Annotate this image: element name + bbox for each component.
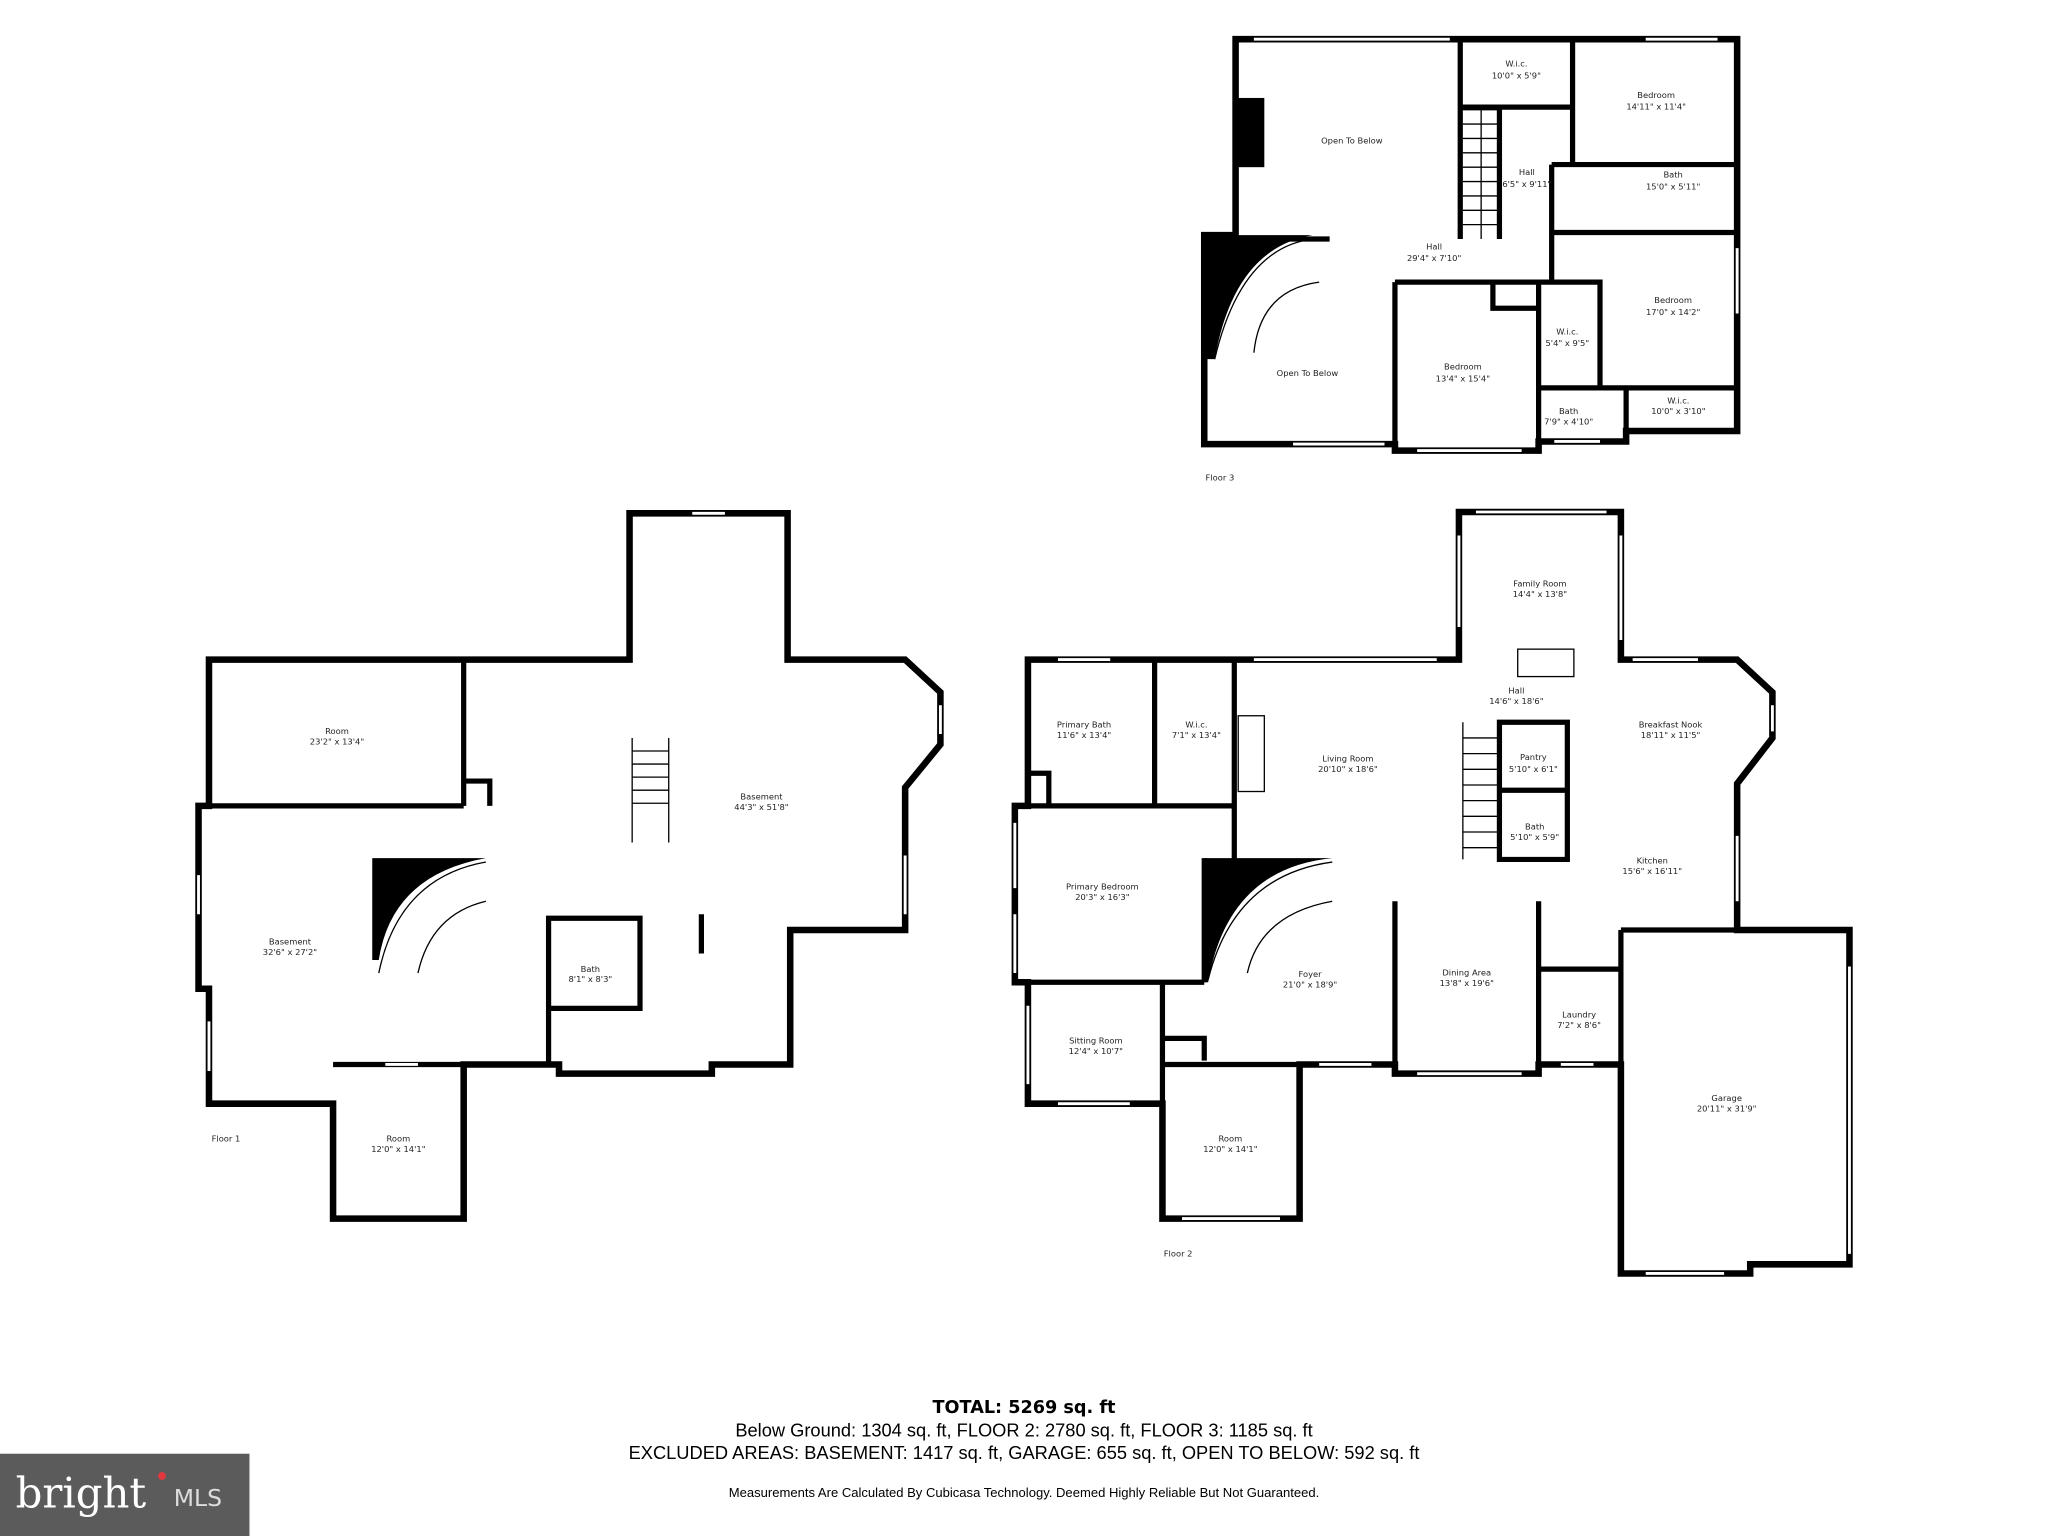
room-size: 13'4" x 15'4" — [1436, 373, 1491, 383]
staircase-fill — [1204, 858, 1333, 983]
room-size: 5'10" x 6'1" — [1509, 764, 1558, 774]
floor-2-windows — [1013, 510, 1851, 1275]
floor-2-exterior-wall — [1011, 508, 1853, 1277]
room-size: 23'2" x 13'4" — [310, 736, 365, 746]
room-size: 20'11" x 31'9" — [1697, 1104, 1757, 1114]
floor-1-exterior-wall — [195, 510, 944, 1222]
disclaimer: Measurements Are Calculated By Cubicasa … — [729, 1485, 1320, 1500]
chimney-block — [1235, 97, 1265, 168]
room-label: Bath — [581, 964, 600, 974]
room-label: W.i.c. — [1505, 59, 1527, 69]
curved-stairs — [1214, 238, 1320, 360]
floor-label: Floor 3 — [1206, 473, 1235, 483]
room-size: 11'6" x 13'4" — [1057, 730, 1112, 740]
logo-accent-dot — [158, 1472, 166, 1480]
room-label: Laundry — [1562, 1009, 1596, 1019]
bright-mls-logo: bright MLS — [0, 1453, 250, 1536]
room-size: 10'0" x 5'9" — [1492, 70, 1541, 80]
floor-2-plan: Family Room 14'4" x 13'8" Primary Bath 1… — [1011, 508, 1853, 1277]
room-size: 8'1" x 8'3" — [568, 974, 612, 984]
floor-1-plan: Room 23'2" x 13'4" Basement 44'3" x 51'8… — [195, 510, 944, 1222]
room-label: Bedroom — [1444, 362, 1482, 372]
room-label: Dining Area — [1442, 968, 1491, 978]
room-size: 7'2" x 8'6" — [1557, 1020, 1601, 1030]
room-label: Breakfast Nook — [1639, 720, 1703, 730]
room-label: Foyer — [1298, 969, 1322, 979]
staircase-fill — [372, 858, 486, 960]
logo-brand: bright — [16, 1468, 147, 1517]
room-label: Basement — [740, 791, 783, 801]
room-size: 18'11" x 11'5" — [1641, 730, 1701, 740]
total-area: TOTAL: 5269 sq. ft — [933, 1398, 1117, 1418]
room-size: 32'6" x 27'2" — [263, 947, 318, 957]
room-size: 12'4" x 10'7" — [1069, 1046, 1124, 1056]
room-label: Hall — [1519, 167, 1535, 177]
room-label: Sitting Room — [1069, 1036, 1122, 1046]
excluded-areas: EXCLUDED AREAS: BASEMENT: 1417 sq. ft, G… — [629, 1442, 1420, 1463]
room-label: Bath — [1559, 406, 1578, 416]
area-summary: TOTAL: 5269 sq. ft Below Ground: 1304 sq… — [629, 1398, 1420, 1500]
room-label: Hall — [1426, 241, 1442, 251]
room-label: Pantry — [1520, 752, 1547, 762]
room-label: Room — [386, 1134, 410, 1144]
room-label: Bedroom — [1637, 90, 1675, 100]
room-size: 14'11" x 11'4" — [1626, 102, 1686, 112]
room-size: 15'0" x 5'11" — [1646, 181, 1701, 191]
room-size: 5'4" x 9'5" — [1545, 338, 1589, 348]
room-label: Basement — [269, 936, 312, 946]
room-label: Open To Below — [1321, 136, 1383, 146]
room-size: 10'0" x 3'10" — [1651, 406, 1706, 416]
fireplace — [1237, 715, 1265, 793]
room-size: 12'0" x 14'1" — [1203, 1144, 1258, 1154]
floor-label: Floor 1 — [212, 1134, 241, 1144]
floor-2-interior-walls — [1014, 659, 1850, 1104]
room-label: W.i.c. — [1556, 326, 1578, 336]
room-size: 21'0" x 18'9" — [1283, 979, 1338, 989]
room-label: Primary Bath — [1057, 720, 1111, 730]
straight-stairs — [1462, 722, 1499, 860]
room-label: Bedroom — [1654, 295, 1692, 305]
room-label: Open To Below — [1277, 368, 1339, 378]
curved-stairs — [1207, 861, 1333, 980]
staircase-fill — [1204, 235, 1313, 360]
room-size: 20'3" x 16'3" — [1075, 892, 1130, 902]
room-size: 20'10" x 18'6" — [1318, 764, 1378, 774]
room-label: Room — [325, 726, 349, 736]
room-size: 7'9" x 4'10" — [1544, 416, 1593, 426]
floor-label: Floor 2 — [1164, 1248, 1193, 1258]
floor-1-windows — [197, 511, 942, 1072]
room-label: Kitchen — [1637, 855, 1668, 865]
logo-suffix: MLS — [174, 1484, 222, 1512]
room-size: 13'8" x 19'6" — [1440, 978, 1495, 988]
room-size: 14'6" x 18'6" — [1489, 696, 1544, 706]
room-size: 44'3" x 51'8" — [734, 802, 789, 812]
curved-stairs — [378, 861, 487, 974]
room-label: Hall — [1508, 686, 1524, 696]
fireplace — [1517, 648, 1575, 678]
room-label: W.i.c. — [1667, 396, 1689, 406]
room-label: Living Room — [1322, 753, 1373, 763]
room-label: Primary Bedroom — [1066, 881, 1139, 891]
room-label: Family Room — [1513, 578, 1566, 588]
room-label: Bath — [1663, 170, 1682, 180]
room-label: Bath — [1525, 821, 1544, 831]
logo-background — [0, 1453, 250, 1536]
floor-areas: Below Ground: 1304 sq. ft, FLOOR 2: 2780… — [735, 1420, 1312, 1441]
room-size: 14'4" x 13'8" — [1513, 589, 1568, 599]
room-size: 6'5" x 9'11" — [1502, 179, 1551, 189]
room-size: 17'0" x 14'2" — [1646, 307, 1701, 317]
room-size: 15'6" x 16'11" — [1622, 866, 1682, 876]
room-size: 5'10" x 5'9" — [1510, 832, 1559, 842]
room-label: W.i.c. — [1185, 720, 1207, 730]
straight-stairs — [1462, 109, 1500, 240]
room-label: Garage — [1711, 1093, 1742, 1103]
room-size: 7'1" x 13'4" — [1172, 730, 1221, 740]
straight-stairs — [631, 737, 670, 843]
floor-3-interior-walls — [1235, 39, 1738, 451]
floor-3-plan: W.i.c. 10'0" x 5'9" Bedroom 14'11" x 11'… — [1200, 35, 1741, 483]
room-label: Room — [1218, 1134, 1242, 1144]
room-size: 12'0" x 14'1" — [371, 1144, 426, 1154]
room-size: 29'4" x 7'10" — [1407, 253, 1462, 263]
